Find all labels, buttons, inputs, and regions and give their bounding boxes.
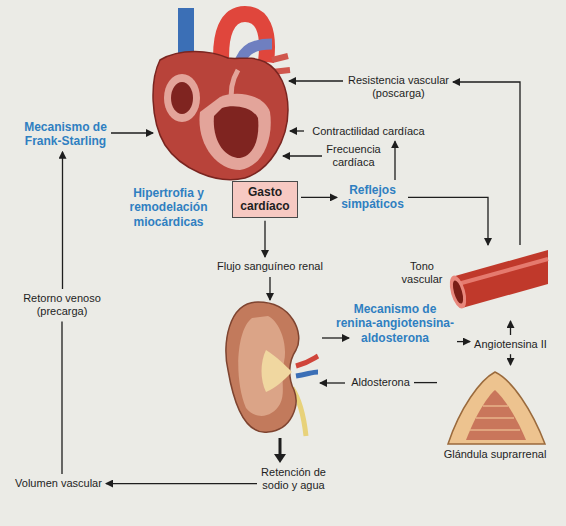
atrium-chamber [171, 82, 193, 114]
arrow-to-heart [290, 130, 304, 131]
node-text: Reflejos simpáticos [340, 183, 405, 212]
heart-body [153, 52, 288, 180]
node-text: Retorno venoso (precarga) [22, 292, 102, 318]
flow-label: Retorno venoso (precarga) [22, 292, 102, 318]
node-text: Aldosterona [350, 376, 411, 389]
adrenal-gland-illustration [448, 372, 545, 444]
mechanism-label: Hipertrofia y remodelación miocárdicas [128, 186, 209, 229]
arrow-to-kidney [269, 277, 270, 300]
node-text: Frecuencia cardíaca [325, 143, 382, 169]
node-text: Volumen vascular [14, 477, 103, 490]
atrium-wall [164, 74, 200, 122]
flow-label: Aldosterona [350, 376, 411, 389]
vessel-opening [447, 274, 470, 311]
flow-label: Resistencia vascular (poscarga) [347, 74, 450, 100]
renal-artery [296, 356, 318, 366]
kidney-illustration [226, 302, 318, 436]
node-text: Resistencia vascular (poscarga) [347, 74, 450, 100]
mechanism-label: Mecanismo de renina-angiotensina-aldoste… [336, 302, 454, 345]
connector-arrow [62, 152, 63, 289]
arrow-to-kidney [320, 382, 345, 383]
vessel-highlight [458, 259, 548, 284]
thick-arrow-shaft [279, 438, 282, 455]
connector-arrow [414, 382, 437, 383]
node-text: Retención de sodio y agua [260, 466, 327, 492]
arrow-to-heart [289, 80, 343, 81]
connector-arrow [510, 354, 511, 365]
node-text: Angiotensina II [473, 338, 548, 351]
node-text: Contractilidad cardíaca [311, 125, 426, 138]
vessel-illustration [447, 250, 548, 310]
heart-illustration [153, 8, 290, 180]
gland-cortex [448, 372, 545, 444]
arrow-to-heart [283, 155, 322, 156]
connector-arrow [457, 341, 470, 342]
connector-arrow [453, 82, 520, 245]
gland-medulla [466, 390, 526, 440]
flow-label: Contractilidad cardíaca [311, 125, 426, 138]
septum [231, 70, 238, 104]
ventricle-wall [199, 94, 270, 170]
arrow-from-kidney [322, 337, 349, 338]
flow-label: Retención de sodio y agua [260, 466, 327, 492]
flow-label: Volumen vascular [14, 477, 103, 490]
flow-label: Flujo sanguíneo renal [216, 260, 324, 273]
gland-node: Glándula suprarrenal [440, 368, 550, 461]
node-text: Hipertrofia y remodelación miocárdicas [128, 186, 209, 229]
flow-label: Frecuencia cardíaca [325, 143, 382, 169]
node-text: Glándula suprarrenal [440, 448, 550, 461]
renal-pelvis [262, 350, 293, 392]
arrow-to-heart [111, 132, 153, 133]
process-box: Gasto cardíaco [232, 181, 298, 218]
gland-striation [470, 406, 520, 430]
vessel-tube [455, 250, 548, 308]
vessel-lumen [451, 279, 465, 304]
mechanism-label: Reflejos simpáticos [340, 183, 405, 212]
renal-vein [296, 372, 318, 376]
connector-arrow [106, 483, 257, 484]
connector-arrow [408, 197, 488, 245]
node-text: Mecanismo de renina-angiotensina-aldoste… [336, 302, 454, 345]
kidney-body [226, 302, 299, 432]
connector-arrow [510, 321, 511, 335]
ventricle-chamber [214, 106, 259, 158]
flow-label: Angiotensina II [473, 338, 548, 351]
connector-arrow [301, 197, 337, 198]
node-text: Gasto cardíaco [239, 185, 291, 214]
node-text: Flujo sanguíneo renal [216, 260, 324, 273]
connector-arrow [394, 141, 395, 180]
node-text: Tono vascular [398, 260, 446, 286]
node-text: Mecanismo de Frank-Starling [23, 120, 108, 149]
thick-arrow-head [274, 454, 286, 463]
connector-arrow [264, 221, 265, 257]
connector-arrow [61, 321, 62, 474]
mechanism-label: Mecanismo de Frank-Starling [23, 120, 108, 149]
